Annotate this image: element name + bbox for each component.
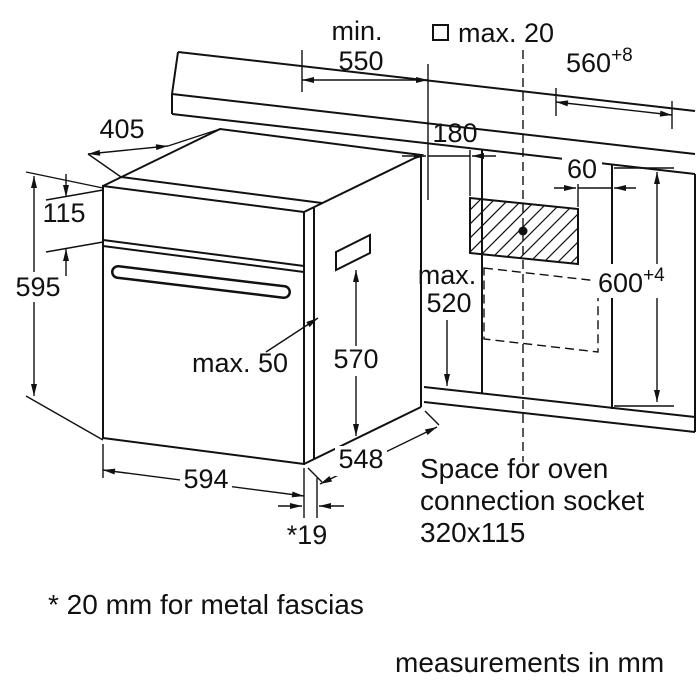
dimension-min-550 xyxy=(301,50,429,200)
dimension-405 xyxy=(87,128,221,178)
niche-height-label: 600+4 xyxy=(598,265,665,298)
niche-width-value: 560 xyxy=(566,48,611,78)
max-depth-value-label: 520 xyxy=(426,288,471,318)
top-depth-label: 405 xyxy=(99,114,144,144)
label-backdrop xyxy=(14,272,62,302)
dimension-19 xyxy=(278,468,344,518)
socket-note-line1: Space for oven xyxy=(420,453,608,484)
socket-side-offset-label: 60 xyxy=(567,154,597,184)
socket-note-line2: connection socket xyxy=(420,485,644,516)
label-backdrop xyxy=(180,466,232,494)
body-height-label: 570 xyxy=(333,344,378,374)
dimension-560 xyxy=(555,88,673,129)
fascia-footnote: * 20 mm for metal fascias xyxy=(48,589,364,620)
units-note: measurements in mm xyxy=(395,647,664,678)
label-backdrop xyxy=(562,156,602,184)
hidden-edges-dashed xyxy=(483,50,599,462)
max-depth-prefix-label: max. xyxy=(418,260,477,290)
min-550-value-label: 550 xyxy=(338,46,383,76)
oven-height-label: 595 xyxy=(15,272,60,302)
niche-height-value: 600 xyxy=(598,268,643,298)
oven-outline xyxy=(102,127,425,466)
panel-height-label: 115 xyxy=(42,198,85,228)
oven-depth-label: 548 xyxy=(338,444,383,474)
oven-width-label: 594 xyxy=(183,464,228,494)
square-icon xyxy=(432,24,449,41)
socket-position-dot xyxy=(518,226,528,236)
dimension-60 xyxy=(554,184,636,207)
label-backdrop xyxy=(330,346,382,376)
niche-height-tolerance: +4 xyxy=(643,265,665,286)
fascia-gap-label: *19 xyxy=(287,520,328,550)
min-550-prefix-label: min. xyxy=(331,16,382,46)
socket-offset-label: 180 xyxy=(432,118,477,148)
dimension-180 xyxy=(402,150,496,196)
label-backdrop xyxy=(335,446,387,476)
door-handle xyxy=(111,265,291,299)
socket-note-size: 320x115 xyxy=(420,517,525,548)
dimension-115 xyxy=(45,174,104,276)
label-backdrop xyxy=(592,264,670,298)
socket-area-hatched xyxy=(469,196,579,266)
socket-clearance-dashed-box xyxy=(483,267,599,353)
handle-clearance-label: max. 50 xyxy=(192,348,288,378)
dimension-max-50-leader xyxy=(265,317,319,353)
max-20-label: max. 20 xyxy=(458,18,554,48)
side-vent xyxy=(335,233,371,272)
niche-width-label: 560+8 xyxy=(566,45,633,78)
niche-width-tolerance: +8 xyxy=(611,45,633,66)
